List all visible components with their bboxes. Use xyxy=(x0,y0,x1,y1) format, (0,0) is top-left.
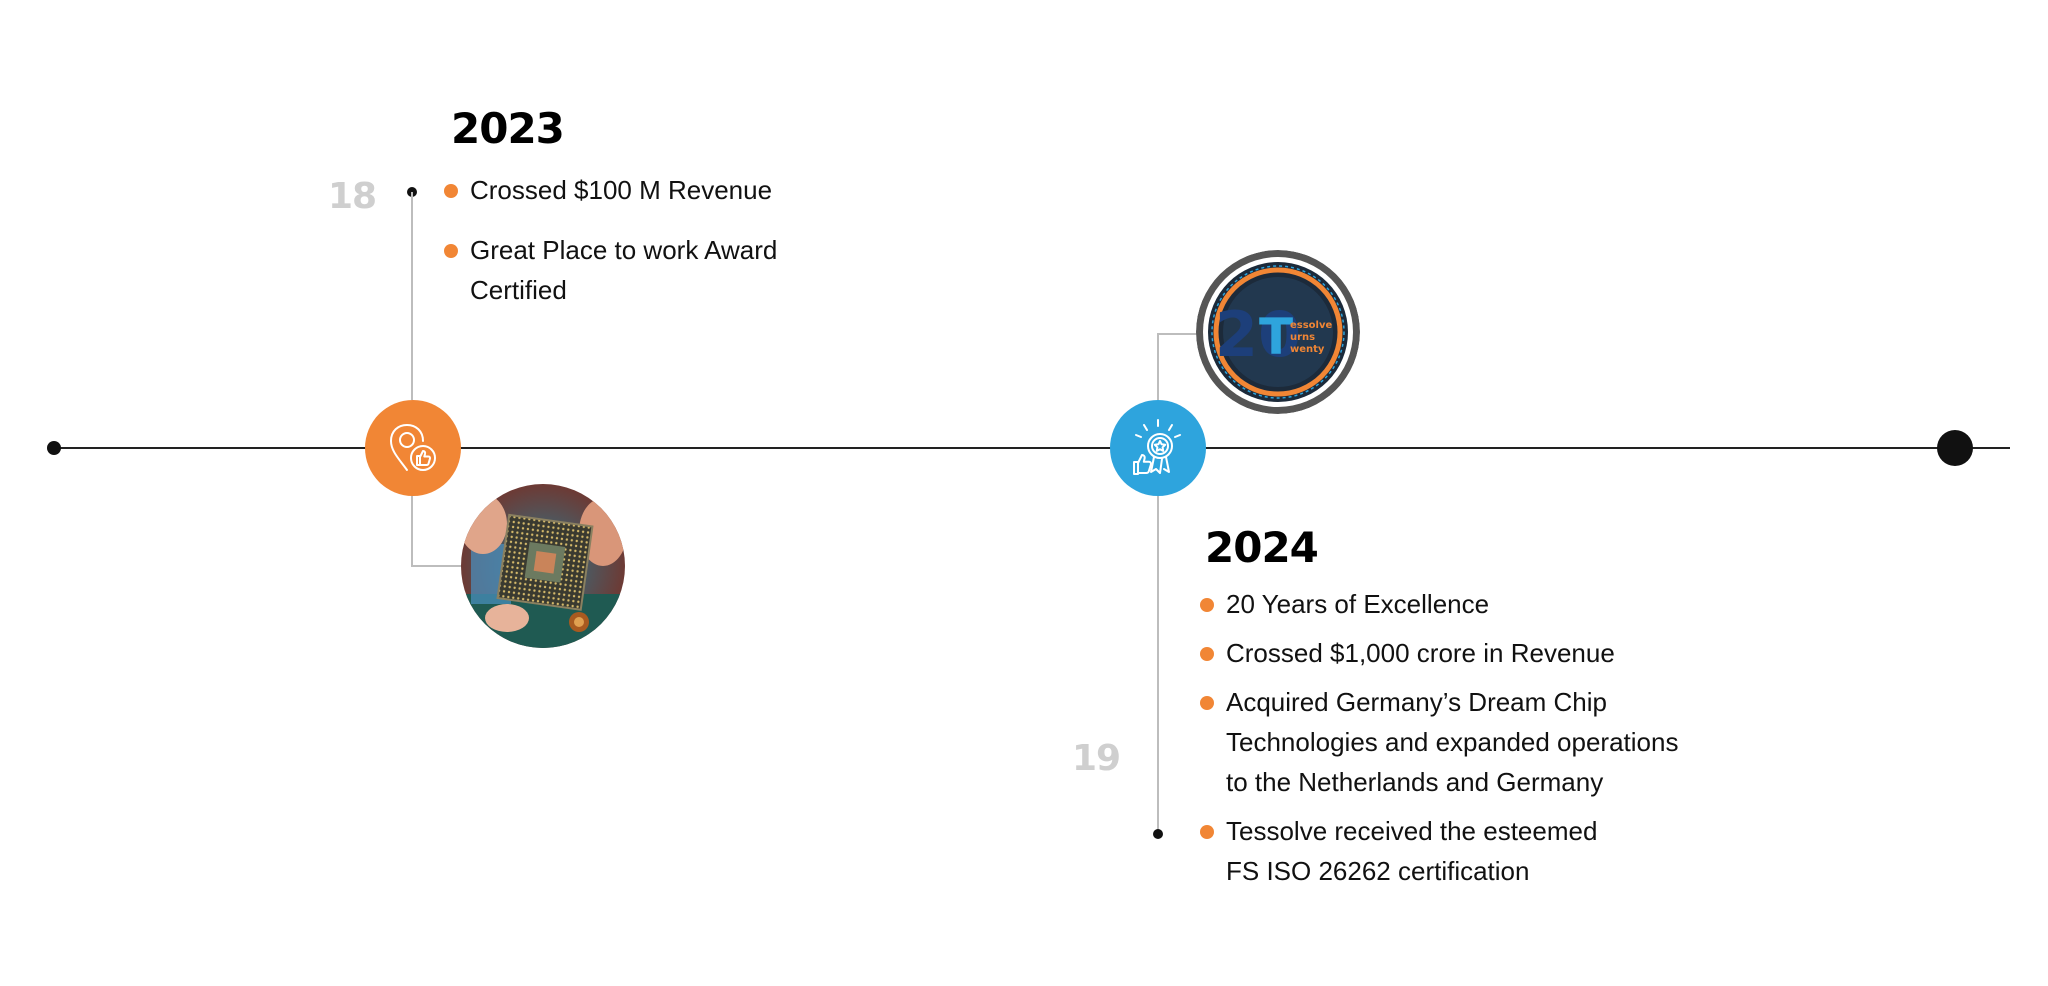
timeline-axis xyxy=(55,447,2010,449)
milestone-2023-connector-up xyxy=(411,192,413,400)
list-item: Great Place to work Award Certified xyxy=(444,230,864,310)
milestone-2023-connector-down xyxy=(411,494,413,566)
list-item: Crossed $100 M Revenue xyxy=(444,170,864,210)
list-item: Acquired Germany’s Dream Chip Technologi… xyxy=(1200,682,1760,802)
badge-line-1: essolve xyxy=(1290,320,1333,331)
milestone-2023-icon-circle[interactable] xyxy=(365,400,461,496)
milestone-2024-points: 20 Years of Excellence Crossed $1,000 cr… xyxy=(1200,584,1760,891)
timeline-end-dot xyxy=(1937,430,1973,466)
milestone-index-19: 19 xyxy=(1072,738,1121,779)
cpu-chip-photo xyxy=(461,484,625,648)
badge-letter: T xyxy=(1259,308,1293,366)
milestone-2024-connector-up xyxy=(1157,334,1159,400)
milestone-2023-connector-to-image xyxy=(411,565,467,567)
location-pin-thumbs-up-icon xyxy=(390,424,436,471)
timeline-start-dot xyxy=(47,441,61,455)
list-item: Tessolve received the esteemed FS ISO 26… xyxy=(1200,811,1760,891)
tessolve-turns-twenty-badge: 20 T essolve urns wenty xyxy=(1196,250,1360,414)
badge-number: 20 xyxy=(1215,298,1301,371)
milestone-index-18: 18 xyxy=(328,176,377,217)
milestone-year-2023: 2023 xyxy=(451,104,565,153)
milestone-2024-icon-circle[interactable] xyxy=(1110,400,1206,496)
list-item: Crossed $1,000 crore in Revenue xyxy=(1200,633,1760,673)
badge-line-3: wenty xyxy=(1290,344,1325,355)
award-ribbon-thumbs-up-icon xyxy=(1133,419,1181,475)
milestone-2024-connector-to-badge xyxy=(1157,333,1201,335)
milestone-2024-connector-down xyxy=(1157,494,1159,832)
list-item: 20 Years of Excellence xyxy=(1200,584,1760,624)
badge-line-2: urns xyxy=(1290,332,1315,343)
milestone-year-2024: 2024 xyxy=(1205,523,1319,572)
milestone-2024-node-dot xyxy=(1153,829,1163,839)
milestone-2023-points: Crossed $100 M Revenue Great Place to wo… xyxy=(444,170,864,310)
